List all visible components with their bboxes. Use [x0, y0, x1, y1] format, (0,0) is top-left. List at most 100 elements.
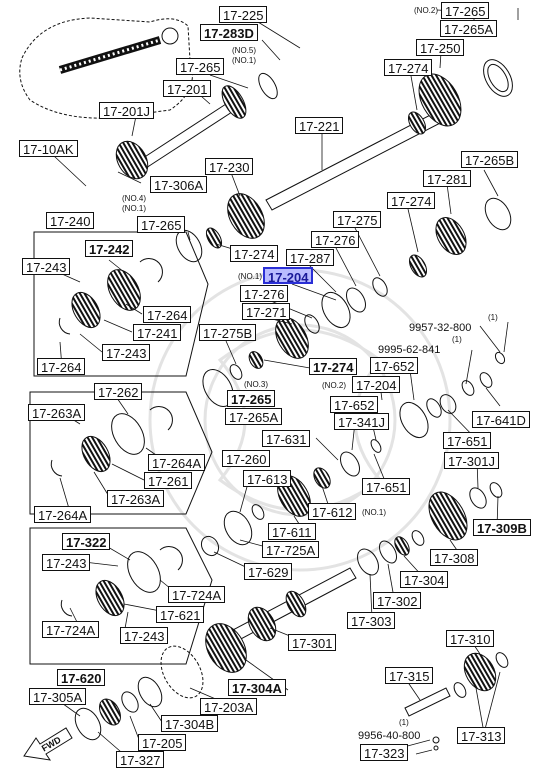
- part-label-17-315[interactable]: 17-315: [385, 667, 434, 684]
- part-label-17-303[interactable]: 17-303: [347, 612, 396, 629]
- part-label-17-265-no2[interactable]: 17-265: [441, 2, 490, 19]
- note-no1-c: (NO.1): [238, 272, 262, 281]
- part-label-17-306a[interactable]: 17-306A: [150, 176, 208, 193]
- part-label-17-265b[interactable]: 17-265B: [461, 151, 519, 168]
- part-label-17-240[interactable]: 17-240: [46, 212, 95, 229]
- part-label-17-275b[interactable]: 17-275B: [199, 324, 257, 341]
- part-label-17-205[interactable]: 17-205: [138, 734, 187, 751]
- part-label-17-274[interactable]: 17-274: [384, 59, 433, 76]
- part-label-17-264-b[interactable]: 17-264: [37, 358, 86, 375]
- part-label-17-221[interactable]: 17-221: [295, 117, 344, 134]
- part-label-17-241[interactable]: 17-241: [133, 324, 182, 341]
- part-label-17-287[interactable]: 17-287: [286, 249, 335, 266]
- note-no1: (NO.1): [232, 56, 256, 65]
- part-label-17-313[interactable]: 17-313: [457, 727, 506, 744]
- synchro-17-620: [60, 546, 183, 617]
- part-label-17-261[interactable]: 17-261: [144, 472, 193, 489]
- part-label-17-263a[interactable]: 17-263A: [28, 404, 86, 421]
- part-label-17-301j[interactable]: 17-301J: [444, 452, 499, 469]
- note-no3: (NO.3): [244, 380, 268, 389]
- part-label-17-203a[interactable]: 17-203A: [200, 698, 258, 715]
- note-no4: (NO.4): [122, 194, 146, 203]
- part-label-17-308[interactable]: 17-308: [430, 549, 479, 566]
- part-label-17-652[interactable]: 17-652: [370, 357, 419, 374]
- part-label-17-265-no3[interactable]: 17-265: [227, 390, 276, 407]
- part-label-17-264a-b[interactable]: 17-264A: [34, 506, 92, 523]
- part-label-17-243-d[interactable]: 17-243: [120, 627, 169, 644]
- part-label-17-230[interactable]: 17-230: [205, 158, 254, 175]
- part-label-17-274-mid[interactable]: 17-274: [230, 245, 279, 262]
- part-label-17-651[interactable]: 17-651: [362, 478, 411, 495]
- part-label-17-341j[interactable]: 17-341J: [334, 413, 389, 430]
- part-number-9957-32-800[interactable]: 9957-32-800: [409, 322, 472, 334]
- part-label-17-204-no2[interactable]: 17-204: [352, 376, 401, 393]
- part-label-17-243[interactable]: 17-243: [22, 258, 71, 275]
- part-label-17-271[interactable]: 17-271: [242, 303, 291, 320]
- part-label-17-301[interactable]: 17-301: [288, 634, 337, 651]
- part-label-17-621[interactable]: 17-621: [156, 606, 205, 623]
- part-label-17-725a[interactable]: 17-725A: [262, 541, 320, 558]
- part-label-17-10ak[interactable]: 17-10AK: [19, 140, 78, 157]
- part-label-17-612[interactable]: 17-612: [308, 503, 357, 520]
- reverse-idler: [404, 652, 509, 751]
- note-no2: (NO.2): [414, 6, 438, 15]
- part-label-17-264a[interactable]: 17-264A: [148, 454, 206, 471]
- part-label-17-265-mid[interactable]: 17-265: [137, 216, 186, 233]
- part-label-17-274-b[interactable]: 17-274: [387, 192, 436, 209]
- group-box-17-260: [29, 391, 213, 515]
- part-label-17-724a-b[interactable]: 17-724A: [42, 621, 100, 638]
- part-label-17-724a[interactable]: 17-724A: [168, 586, 226, 603]
- part-label-17-263a-b[interactable]: 17-263A: [107, 490, 165, 507]
- part-label-17-281[interactable]: 17-281: [423, 170, 472, 187]
- part-label-17-310[interactable]: 17-310: [446, 630, 495, 647]
- part-label-17-243-c[interactable]: 17-243: [42, 554, 91, 571]
- part-label-17-652-b[interactable]: 17-652: [330, 396, 379, 413]
- part-label-17-204-highlighted[interactable]: 17-204: [263, 267, 314, 285]
- part-label-17-265a[interactable]: 17-265A: [440, 20, 498, 37]
- part-label-17-264[interactable]: 17-264: [143, 306, 192, 323]
- part-label-17-302[interactable]: 17-302: [373, 592, 422, 609]
- part-label-17-613[interactable]: 17-613: [243, 470, 292, 487]
- part-label-17-327[interactable]: 17-327: [116, 751, 165, 768]
- part-label-17-283d[interactable]: 17-283D: [200, 24, 258, 41]
- note-no1-b: (NO.1): [122, 204, 146, 213]
- note-qty-1-b: (1): [452, 335, 462, 344]
- part-number-9956-40-800[interactable]: 9956-40-800: [358, 730, 421, 742]
- synchro-17-260: [50, 406, 173, 477]
- part-label-17-641d[interactable]: 17-641D: [472, 411, 530, 428]
- part-label-17-274-c[interactable]: 17-274: [309, 358, 358, 375]
- input-shaft: [115, 72, 278, 180]
- part-number-9995-62-841[interactable]: 9995-62-841: [378, 344, 441, 356]
- part-label-17-304a[interactable]: 17-304A: [228, 679, 286, 696]
- part-label-17-276[interactable]: 17-276: [311, 231, 360, 248]
- part-label-17-611[interactable]: 17-611: [268, 523, 316, 540]
- part-label-17-651-b[interactable]: 17-651: [443, 432, 492, 449]
- gear-row-upper: [175, 197, 512, 407]
- part-label-17-304b[interactable]: 17-304B: [161, 715, 219, 732]
- part-label-17-323[interactable]: 17-323: [360, 744, 409, 761]
- part-label-17-276-b[interactable]: 17-276: [240, 285, 289, 302]
- part-label-17-275[interactable]: 17-275: [333, 211, 382, 228]
- part-label-17-631[interactable]: 17-631: [262, 430, 311, 447]
- part-label-17-201j[interactable]: 17-201J: [99, 102, 154, 119]
- part-label-17-265[interactable]: 17-265: [176, 58, 225, 75]
- part-label-17-250[interactable]: 17-250: [416, 39, 465, 56]
- part-label-17-265a-mid[interactable]: 17-265A: [225, 408, 283, 425]
- part-label-17-629[interactable]: 17-629: [244, 563, 293, 580]
- part-label-17-309b[interactable]: 17-309B: [473, 519, 531, 536]
- fwd-arrow-icon: [23, 727, 73, 761]
- part-label-17-225[interactable]: 17-225: [219, 6, 268, 23]
- part-label-17-243-b[interactable]: 17-243: [102, 344, 151, 361]
- part-label-17-262[interactable]: 17-262: [94, 383, 143, 400]
- part-label-17-260[interactable]: 17-260: [222, 450, 271, 467]
- part-label-17-322[interactable]: 17-322: [62, 533, 111, 550]
- part-label-17-201[interactable]: 17-201: [163, 80, 212, 97]
- synchro-17-240: [58, 258, 163, 335]
- main-shaft: [227, 59, 513, 239]
- part-label-17-304[interactable]: 17-304: [400, 571, 449, 588]
- part-label-17-620[interactable]: 17-620: [57, 669, 106, 686]
- part-label-17-305a[interactable]: 17-305A: [29, 688, 87, 705]
- part-label-17-242[interactable]: 17-242: [85, 240, 134, 257]
